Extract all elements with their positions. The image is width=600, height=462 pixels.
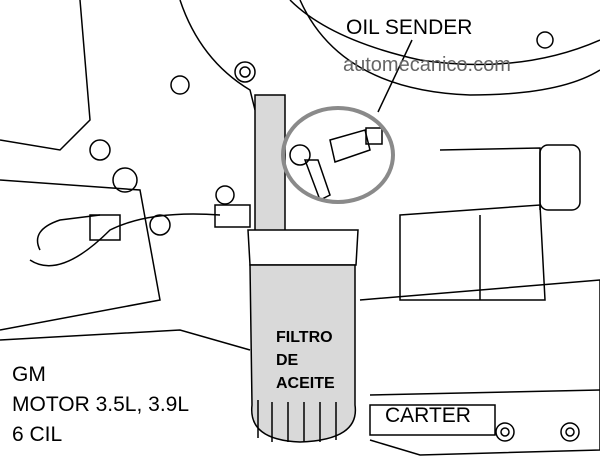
bolt: [149, 214, 171, 236]
engine-cylinders-label: 6 CIL: [12, 423, 63, 446]
bolt: [234, 61, 256, 83]
oil-pan: [359, 279, 600, 456]
wire: [29, 213, 221, 267]
engine-model-label: MOTOR 3.5L, 3.9L: [12, 393, 190, 416]
block-outline: [0, 0, 91, 151]
pan-bolt: [560, 422, 580, 442]
bolt: [89, 139, 111, 161]
leader-line: [377, 39, 413, 113]
engine-make-label: GM: [12, 363, 46, 386]
bracket-line: [179, 0, 256, 111]
filter-label-3: ACEITE: [276, 375, 335, 392]
oil-sender-label: OIL SENDER: [346, 16, 473, 39]
fitting: [289, 144, 311, 166]
filter-label-2: DE: [276, 352, 299, 369]
pan-bolt: [495, 422, 515, 442]
left-housing: [0, 179, 161, 331]
oil-filter: [249, 264, 357, 443]
bolt-center: [239, 66, 251, 78]
left-rail: [0, 329, 251, 351]
watermark: automecanico.com: [343, 54, 511, 76]
bolt: [215, 185, 235, 205]
bracket: [303, 159, 331, 202]
carter-label: CARTER: [385, 404, 471, 427]
oil-sender: [329, 129, 371, 163]
starter-motor: [399, 204, 546, 301]
solenoid: [539, 144, 581, 211]
highlight-circle: [281, 106, 395, 204]
upper-hose-2: [299, 0, 600, 96]
filter-ribs: [257, 400, 337, 442]
oil-pipe: [254, 94, 286, 236]
connector: [89, 214, 121, 241]
bolt: [170, 75, 190, 95]
bolt: [536, 31, 554, 49]
starter-top: [439, 147, 541, 210]
pan-rail: [369, 389, 600, 396]
pan-bolt-center: [565, 427, 575, 437]
filter-label-1: FILTRO: [276, 329, 333, 346]
connector-2: [214, 204, 251, 228]
pan-bolt-center: [500, 427, 510, 437]
filter-adapter: [247, 229, 359, 266]
wire-2: [36, 214, 101, 251]
bolt: [112, 167, 138, 193]
upper-hose: [289, 0, 600, 66]
sender-terminal: [365, 127, 383, 145]
carter-box: [369, 404, 496, 436]
